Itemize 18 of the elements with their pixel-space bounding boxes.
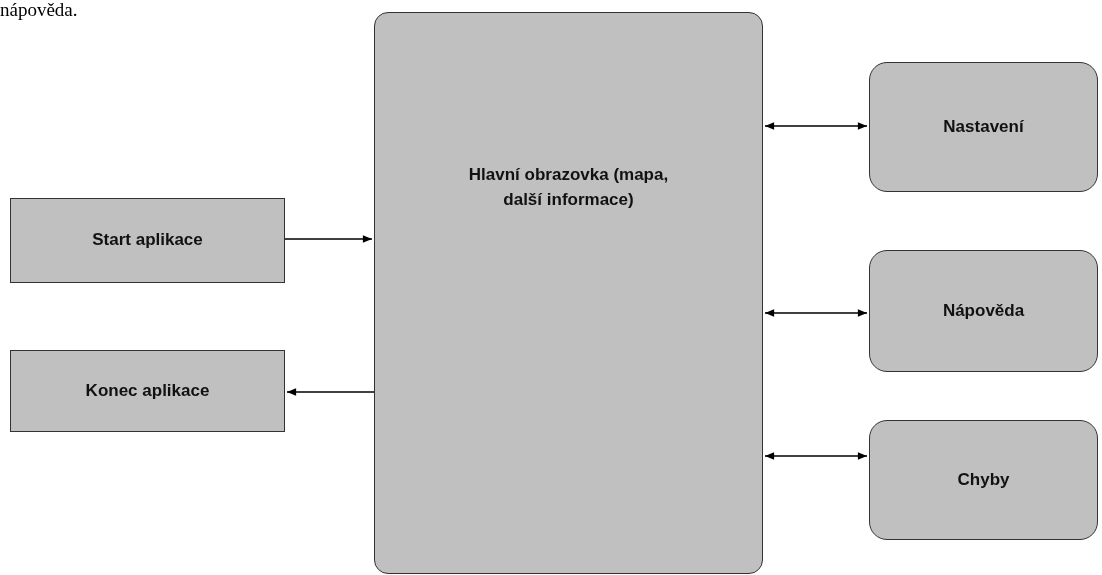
node-label: Nápověda [942, 299, 1025, 322]
rounded-box [869, 250, 1098, 372]
rounded-box [869, 420, 1098, 540]
rounded-box [374, 12, 763, 574]
rounded-box [869, 62, 1098, 192]
node-label: Hlavní obrazovka (mapa, další informace) [467, 164, 670, 211]
cut-off-text: nápověda. [0, 0, 78, 19]
arrow [284, 235, 373, 243]
node-label: Chyby [957, 468, 1010, 491]
arrow [764, 309, 868, 317]
node-label: Nastavení [943, 115, 1024, 138]
process-box [10, 350, 285, 432]
process-box [10, 198, 285, 283]
node-label: Konec aplikace [85, 379, 210, 402]
arrow [286, 388, 375, 396]
arrow [764, 452, 868, 460]
node-label: Start aplikace [92, 229, 203, 252]
arrow [764, 122, 868, 130]
